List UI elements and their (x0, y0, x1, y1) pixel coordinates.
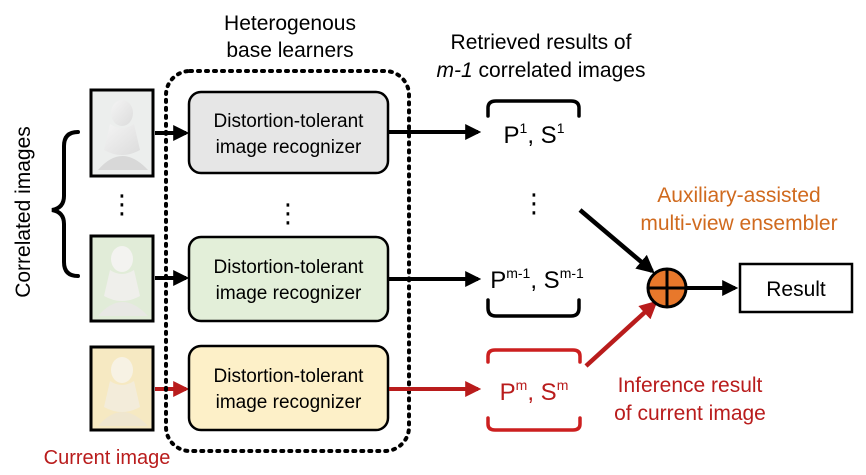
recognizer-m-1: Distortion-tolerant image recognizer (187, 235, 390, 323)
result-m-minus-1: Pm-1, Sm-1 (490, 265, 584, 294)
inference-label-line2: of current image (614, 402, 766, 425)
result-group-top-bracket (486, 99, 581, 118)
recognizers-ellipsis: ⋮ (275, 198, 301, 228)
result-group-bottom-bracket (486, 298, 581, 318)
recognizer-1-line1: Distortion-tolerant (214, 111, 365, 132)
inference-label-line1: Inference result (618, 374, 763, 397)
base-learners-title-line1: Heterogenous (224, 12, 356, 35)
base-learners-title-line2: base learners (226, 39, 353, 62)
base-learners-frame (164, 69, 411, 453)
result-first: P1, S1 (504, 120, 565, 149)
current-result-top-bracket (486, 348, 582, 364)
recognizer-1-line2: image recognizer (216, 137, 362, 158)
current-image (89, 345, 155, 432)
correlated-image-m-1 (89, 234, 155, 323)
recognizer-2-line2: image recognizer (216, 283, 362, 304)
current-result-bottom-bracket (486, 416, 582, 432)
correlated-brace (51, 130, 80, 278)
recognizer-2-line1: Distortion-tolerant (214, 257, 365, 278)
ensembler-node (646, 267, 688, 309)
result-current: Pm, Sm (500, 377, 569, 406)
images-ellipsis: ⋮ (109, 189, 135, 219)
arrow-results-to-ensembler (578, 208, 655, 274)
retrieved-results-title-line2: m-1 correlated images (437, 59, 646, 82)
current-image-label: Current image (44, 447, 171, 469)
result-label: Result (766, 278, 826, 301)
arrow-current-to-ensembler (584, 300, 658, 368)
ensembler-label-line2: multi-view ensembler (640, 212, 837, 235)
recognizer-1: Distortion-tolerant image recognizer (187, 90, 390, 175)
ensembler-label-line1: Auxiliary-assisted (657, 184, 820, 207)
results-ellipsis: ⋮ (521, 188, 547, 218)
correlated-image-1 (89, 88, 155, 178)
result-box: Result (738, 262, 854, 314)
m-minus-1-italic: m-1 (437, 59, 473, 82)
recognizer-current: Distortion-tolerant image recognizer (187, 344, 390, 432)
recognizer-3-line2: image recognizer (216, 392, 362, 413)
recognizer-3-line1: Distortion-tolerant (214, 366, 365, 387)
retrieved-results-title-line1: Retrieved results of (451, 31, 632, 54)
correlated-images-text: correlated images (473, 59, 646, 82)
correlated-images-label: Correlated images (12, 126, 35, 298)
